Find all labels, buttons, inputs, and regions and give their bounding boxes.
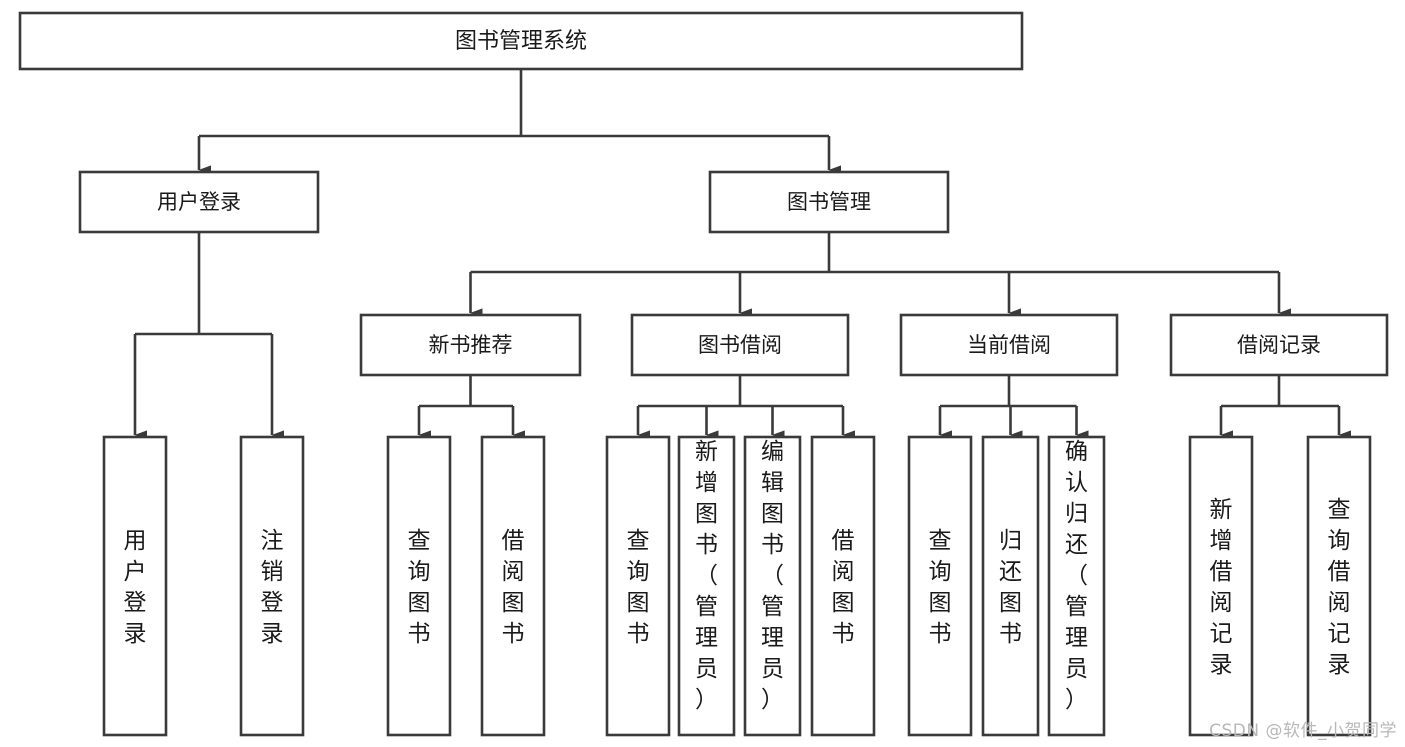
node-label: 归还图书	[999, 528, 1022, 647]
node-box[interactable]	[743, 435, 802, 737]
node-leaf-7[interactable]: 借阅图书	[810, 435, 876, 737]
node-box[interactable]	[981, 435, 1040, 737]
node-label: 用户登录	[124, 528, 147, 647]
node-label: 查询借阅记录	[1328, 497, 1351, 678]
node-box[interactable]	[907, 435, 973, 737]
node-leaf-10[interactable]: 确认归还（管理员）	[1047, 435, 1106, 737]
node-box[interactable]	[708, 170, 950, 234]
node-l3-3[interactable]: 借阅记录	[1169, 313, 1389, 377]
node-root-0[interactable]: 图书管理系统	[18, 11, 1024, 71]
node-leaf-2[interactable]: 查询图书	[386, 435, 452, 737]
node-leaf-6[interactable]: 编辑图书（管理员）	[743, 435, 802, 737]
node-label: 编辑图书（管理员）	[761, 439, 784, 713]
node-layer: 图书管理系统用户登录图书管理新书推荐图书借阅当前借阅借阅记录用户登录注销登录查询…	[18, 11, 1389, 737]
node-label: 新增借阅记录	[1210, 497, 1233, 678]
node-box[interactable]	[359, 313, 582, 377]
node-label: 图书借阅	[698, 333, 782, 357]
node-label: 借阅图书	[502, 528, 525, 647]
node-label: 当前借阅	[967, 333, 1051, 357]
node-leaf-4[interactable]: 查询图书	[605, 435, 671, 737]
node-leaf-1[interactable]: 注销登录	[239, 435, 305, 737]
node-leaf-5[interactable]: 新增图书（管理员）	[677, 435, 736, 737]
node-box[interactable]	[386, 435, 452, 737]
node-box[interactable]	[78, 170, 320, 234]
node-leaf-9[interactable]: 归还图书	[981, 435, 1040, 737]
node-box[interactable]	[677, 435, 736, 737]
node-label: 注销登录	[261, 528, 284, 647]
node-label: 确认归还（管理员）	[1065, 439, 1088, 713]
node-box[interactable]	[239, 435, 305, 737]
node-l2-0[interactable]: 用户登录	[78, 170, 320, 234]
node-box[interactable]	[810, 435, 876, 737]
node-leaf-12[interactable]: 查询借阅记录	[1306, 435, 1372, 737]
node-label: 图书管理	[787, 190, 871, 214]
node-label: 图书管理系统	[455, 29, 587, 54]
node-l2-1[interactable]: 图书管理	[708, 170, 950, 234]
node-label: 借阅记录	[1237, 333, 1321, 357]
node-label: 新增图书（管理员）	[695, 439, 718, 713]
node-l3-1[interactable]: 图书借阅	[630, 313, 850, 377]
node-leaf-3[interactable]: 借阅图书	[480, 435, 546, 737]
watermark-label: CSDN @软件_小贺同学	[1209, 721, 1397, 741]
node-box[interactable]	[18, 11, 1024, 71]
node-l3-0[interactable]: 新书推荐	[359, 313, 582, 377]
node-box[interactable]	[1169, 313, 1389, 377]
node-leaf-0[interactable]: 用户登录	[102, 435, 168, 737]
node-label: 新书推荐	[429, 333, 513, 357]
node-box[interactable]	[1188, 435, 1254, 737]
node-box[interactable]	[899, 313, 1119, 377]
node-box[interactable]	[1306, 435, 1372, 737]
node-box[interactable]	[480, 435, 546, 737]
connector-layer	[133, 69, 1351, 440]
node-box[interactable]	[630, 313, 850, 377]
node-box[interactable]	[605, 435, 671, 737]
node-label: 查询图书	[929, 528, 952, 647]
node-label: 查询图书	[627, 528, 650, 647]
node-l3-2[interactable]: 当前借阅	[899, 313, 1119, 377]
node-leaf-11[interactable]: 新增借阅记录	[1188, 435, 1254, 737]
node-box[interactable]	[102, 435, 168, 737]
node-leaf-8[interactable]: 查询图书	[907, 435, 973, 737]
node-label: 用户登录	[157, 190, 241, 214]
node-box[interactable]	[1047, 435, 1106, 737]
node-label: 借阅图书	[832, 528, 855, 647]
node-label: 查询图书	[408, 528, 431, 647]
